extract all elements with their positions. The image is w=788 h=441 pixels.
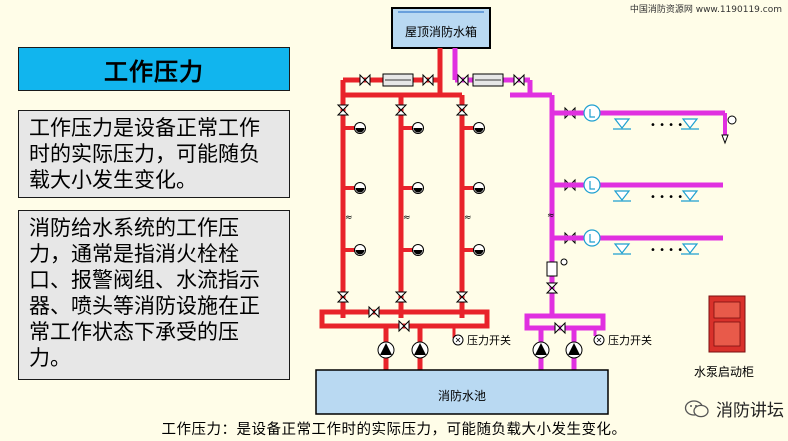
slide-title: 工作压力	[18, 47, 290, 91]
pool-label: 消防水池	[438, 388, 486, 403]
pump-control-cabinet: 水泵启动柜	[694, 295, 754, 379]
sprinkler-dots-2: • • • •	[650, 192, 683, 203]
svg-text:≈: ≈	[345, 213, 353, 223]
sprinkler-dots-3: • • • •	[650, 245, 683, 256]
wechat-icon	[684, 399, 709, 417]
slide-title-text: 工作压力	[104, 57, 204, 86]
sprinkler-top-header	[455, 73, 552, 98]
explanation-text: 消防给水系统的工作压力，通常是指消火栓栓口、报警阀组、水流指示器、喷头等消防设施…	[29, 216, 260, 370]
definition-box: 工作压力是设备正常工作时的实际压力，可能随负载大小发生变化。	[18, 110, 290, 198]
pressure-switch-label-1: 压力开关	[467, 333, 511, 347]
sprinkler-system: ≈ • • • • • • • • • • • •	[524, 95, 737, 370]
watermark: 消防讲坛	[684, 396, 784, 421]
definition-text: 工作压力是设备正常工作时的实际压力，可能随负载大小发生变化。	[29, 116, 260, 192]
svg-text:≈: ≈	[403, 213, 411, 223]
pressure-switch-label-2: 压力开关	[608, 333, 652, 347]
fire-water-pool: 消防水池	[315, 369, 609, 415]
subtitle-caption: 工作压力：是设备正常工作时的实际压力，可能随负载大小发生变化。	[0, 420, 788, 441]
watermark-text: 消防讲坛	[716, 401, 784, 421]
pump-cabinet-label: 水泵启动柜	[694, 365, 754, 379]
roof-water-tank: 屋顶消防水箱	[391, 7, 491, 49]
hydrant-bottom-ring: 压力开关	[319, 306, 511, 370]
svg-text:≈: ≈	[464, 213, 472, 223]
sprinkler-dots-1: • • • •	[650, 120, 683, 131]
svg-text:≈: ≈	[547, 211, 555, 221]
hydrant-risers: ≈ ≈ ≈	[337, 95, 485, 318]
hydrant-top-header	[340, 73, 462, 98]
explanation-box: 消防给水系统的工作压力，通常是指消火栓栓口、报警阀组、水流指示器、喷头等消防设施…	[18, 210, 290, 380]
site-url: 中国消防资源网 www.1190119.com	[629, 5, 782, 15]
roof-tank-label: 屋顶消防水箱	[405, 24, 477, 39]
